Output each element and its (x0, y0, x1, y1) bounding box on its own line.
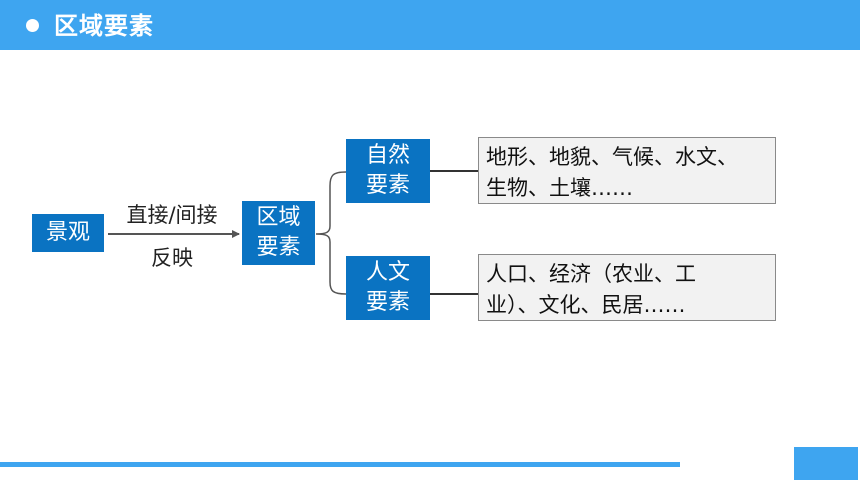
footer-block (794, 447, 858, 480)
footer-line (0, 462, 680, 467)
human-line2: 要素 (365, 290, 410, 315)
natural-desc-line1: 地形、地貌、气候、水文、 (486, 145, 738, 169)
page-title: 区域要素 (54, 12, 154, 40)
arrow-label-bottom: 反映 (151, 246, 193, 270)
landscape-box: 景观 (32, 214, 104, 252)
natural-desc-line2: 生物、土壤…… (486, 176, 633, 200)
bullet-dot-icon (26, 19, 39, 32)
human-elements-box: 人文 要素 (346, 256, 430, 320)
natural-line1: 自然 (365, 143, 410, 168)
region-line1: 区域 (256, 205, 301, 230)
header-bar: 区域要素 (0, 0, 860, 50)
human-elements-desc: 人口、经济（农业、工 业）、文化、民居…… (478, 254, 776, 321)
branch-bracket (315, 171, 347, 295)
arrow-label-top: 直接/间接 (126, 203, 218, 227)
natural-line2: 要素 (365, 173, 410, 198)
human-desc-line2: 业）、文化、民居…… (486, 293, 686, 317)
region-elements-box: 区域 要素 (242, 201, 315, 265)
natural-elements-desc: 地形、地貌、气候、水文、 生物、土壤…… (478, 137, 776, 204)
region-line2: 要素 (256, 235, 301, 260)
landscape-label: 景观 (45, 220, 90, 245)
human-desc-line1: 人口、经济（农业、工 (486, 262, 696, 286)
human-line1: 人文 (365, 260, 410, 285)
natural-elements-box: 自然 要素 (346, 139, 430, 203)
